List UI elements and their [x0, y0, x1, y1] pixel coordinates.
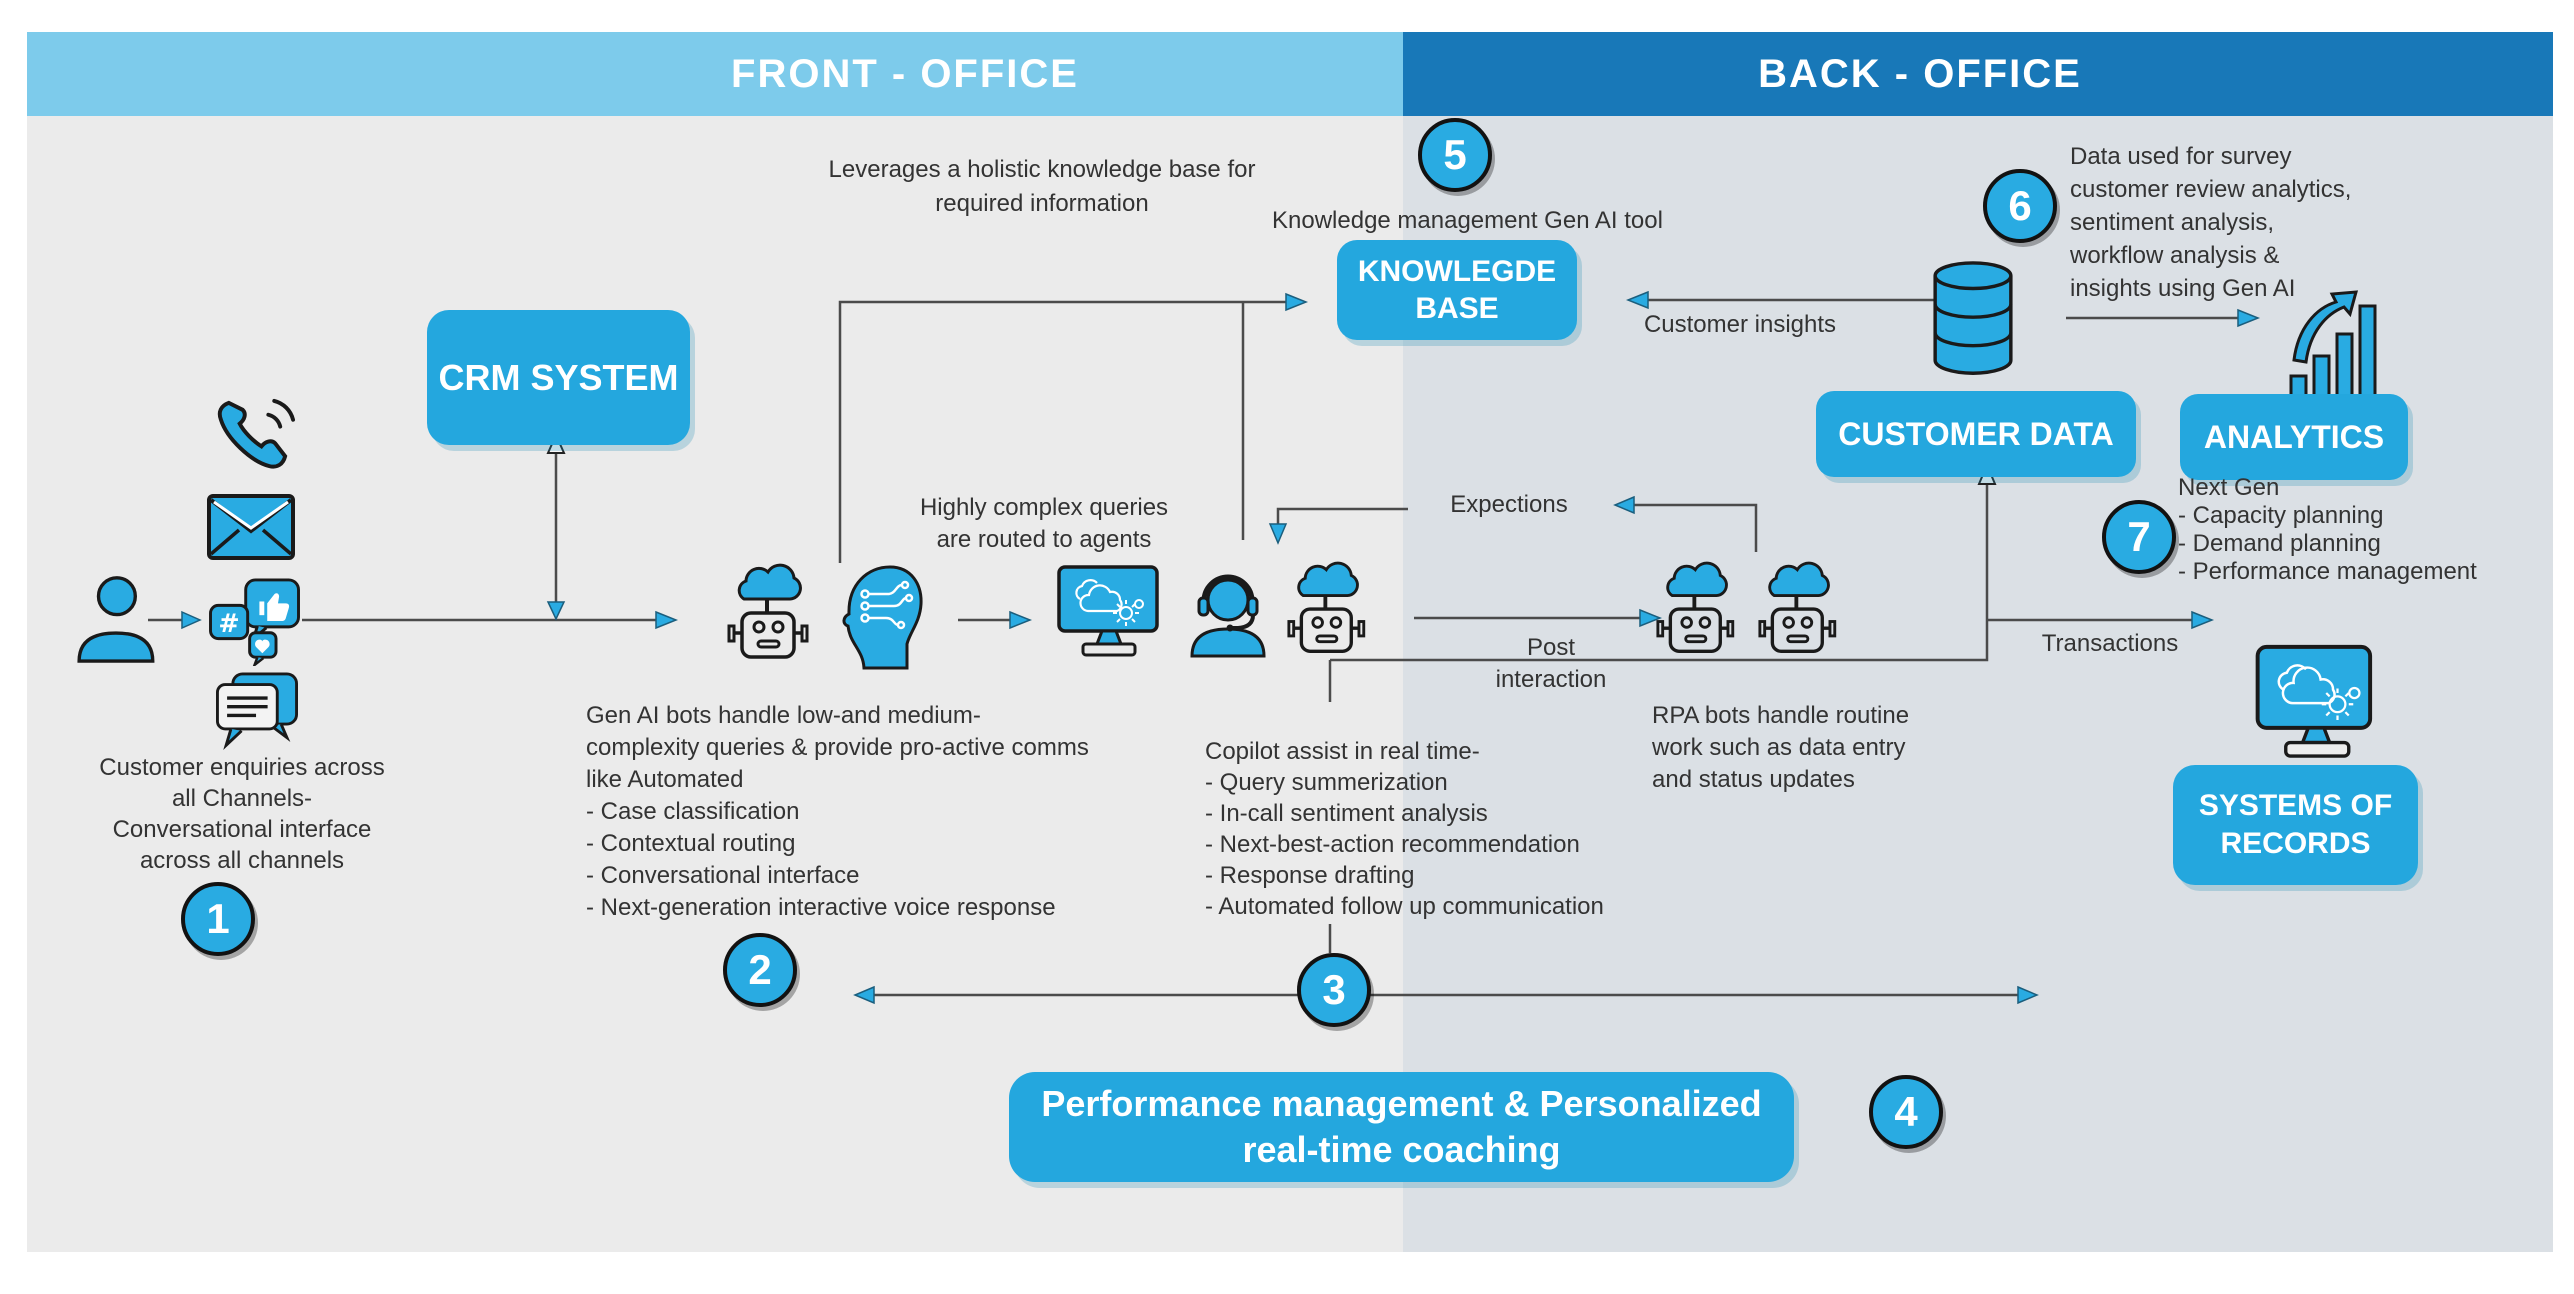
svg-text:#: # — [218, 608, 239, 638]
copilot-bot-icon — [1286, 560, 1382, 665]
back-office-header — [1403, 32, 2553, 116]
social-icon: # — [208, 578, 302, 671]
post-interaction-label: Post interaction — [1495, 634, 1607, 693]
database-icon — [1931, 260, 2015, 381]
knowledge-base-box: KNOWLEGDE BASE — [1337, 240, 1577, 340]
copilot-caption: Copilot assist in real time- - Query sum… — [1205, 738, 1604, 920]
step-badge-3: 3 — [1297, 953, 1371, 1027]
crm-system-box: CRM SYSTEM — [427, 310, 690, 445]
step-badge-7: 7 — [2102, 500, 2176, 574]
step-badge-4: 4 — [1869, 1075, 1943, 1149]
rpa-bot-icon — [1655, 560, 1751, 665]
front-office-header — [27, 32, 1403, 116]
front-office-title: FRONT - OFFICE — [731, 52, 1079, 96]
step-badge-5: 5 — [1418, 118, 1492, 192]
genai-bot-icon — [726, 563, 826, 670]
step-badge-6: 6 — [1983, 169, 2057, 243]
phone-icon — [213, 393, 297, 482]
step-badge-1: 1 — [181, 882, 255, 956]
gen-ai-bots-caption: Gen AI bots handle low-and medium- compl… — [586, 702, 1089, 921]
next-gen-caption: Next Gen - Capacity planning - Demand pl… — [2178, 474, 2477, 585]
mail-icon — [206, 493, 296, 566]
km-tool-caption: Knowledge management Gen AI tool — [1272, 207, 1663, 234]
customer-insights-label: Customer insights — [1643, 311, 1837, 338]
analytics-box: ANALYTICS — [2180, 394, 2408, 480]
customer-data-box: CUSTOMER DATA — [1816, 391, 2136, 477]
records-monitor-icon — [2252, 642, 2378, 767]
systems-of-records-box: SYSTEMS OF RECORDS — [2173, 765, 2418, 885]
leverages-caption: Leverages a holistic knowledge base for … — [828, 156, 1256, 217]
rpa-bot-icon — [1757, 560, 1853, 665]
performance-coaching-box: Performance management & Personalized re… — [1009, 1072, 1794, 1182]
ai-head-icon — [836, 562, 926, 677]
growth-chart-icon — [2288, 288, 2384, 415]
person-icon — [70, 572, 158, 669]
back-office-title: BACK - OFFICE — [1758, 52, 2082, 96]
agent-headset-icon — [1178, 563, 1278, 664]
complex-queries-caption: Highly complex queries are routed to age… — [919, 494, 1169, 553]
step-badge-2: 2 — [723, 933, 797, 1007]
expections-label: Expections — [1450, 491, 1568, 518]
monitor-cloud-icon — [1053, 563, 1165, 668]
chat-icon — [213, 672, 301, 759]
rpa-bots-caption: RPA bots handle routine work such as dat… — [1652, 702, 1910, 793]
data-used-caption: Data used for survey customer review ana… — [2070, 143, 2352, 302]
customer-enquiries-caption: Customer enquiries across all Channels- … — [99, 754, 385, 874]
transactions-label: Transactions — [2041, 630, 2179, 657]
